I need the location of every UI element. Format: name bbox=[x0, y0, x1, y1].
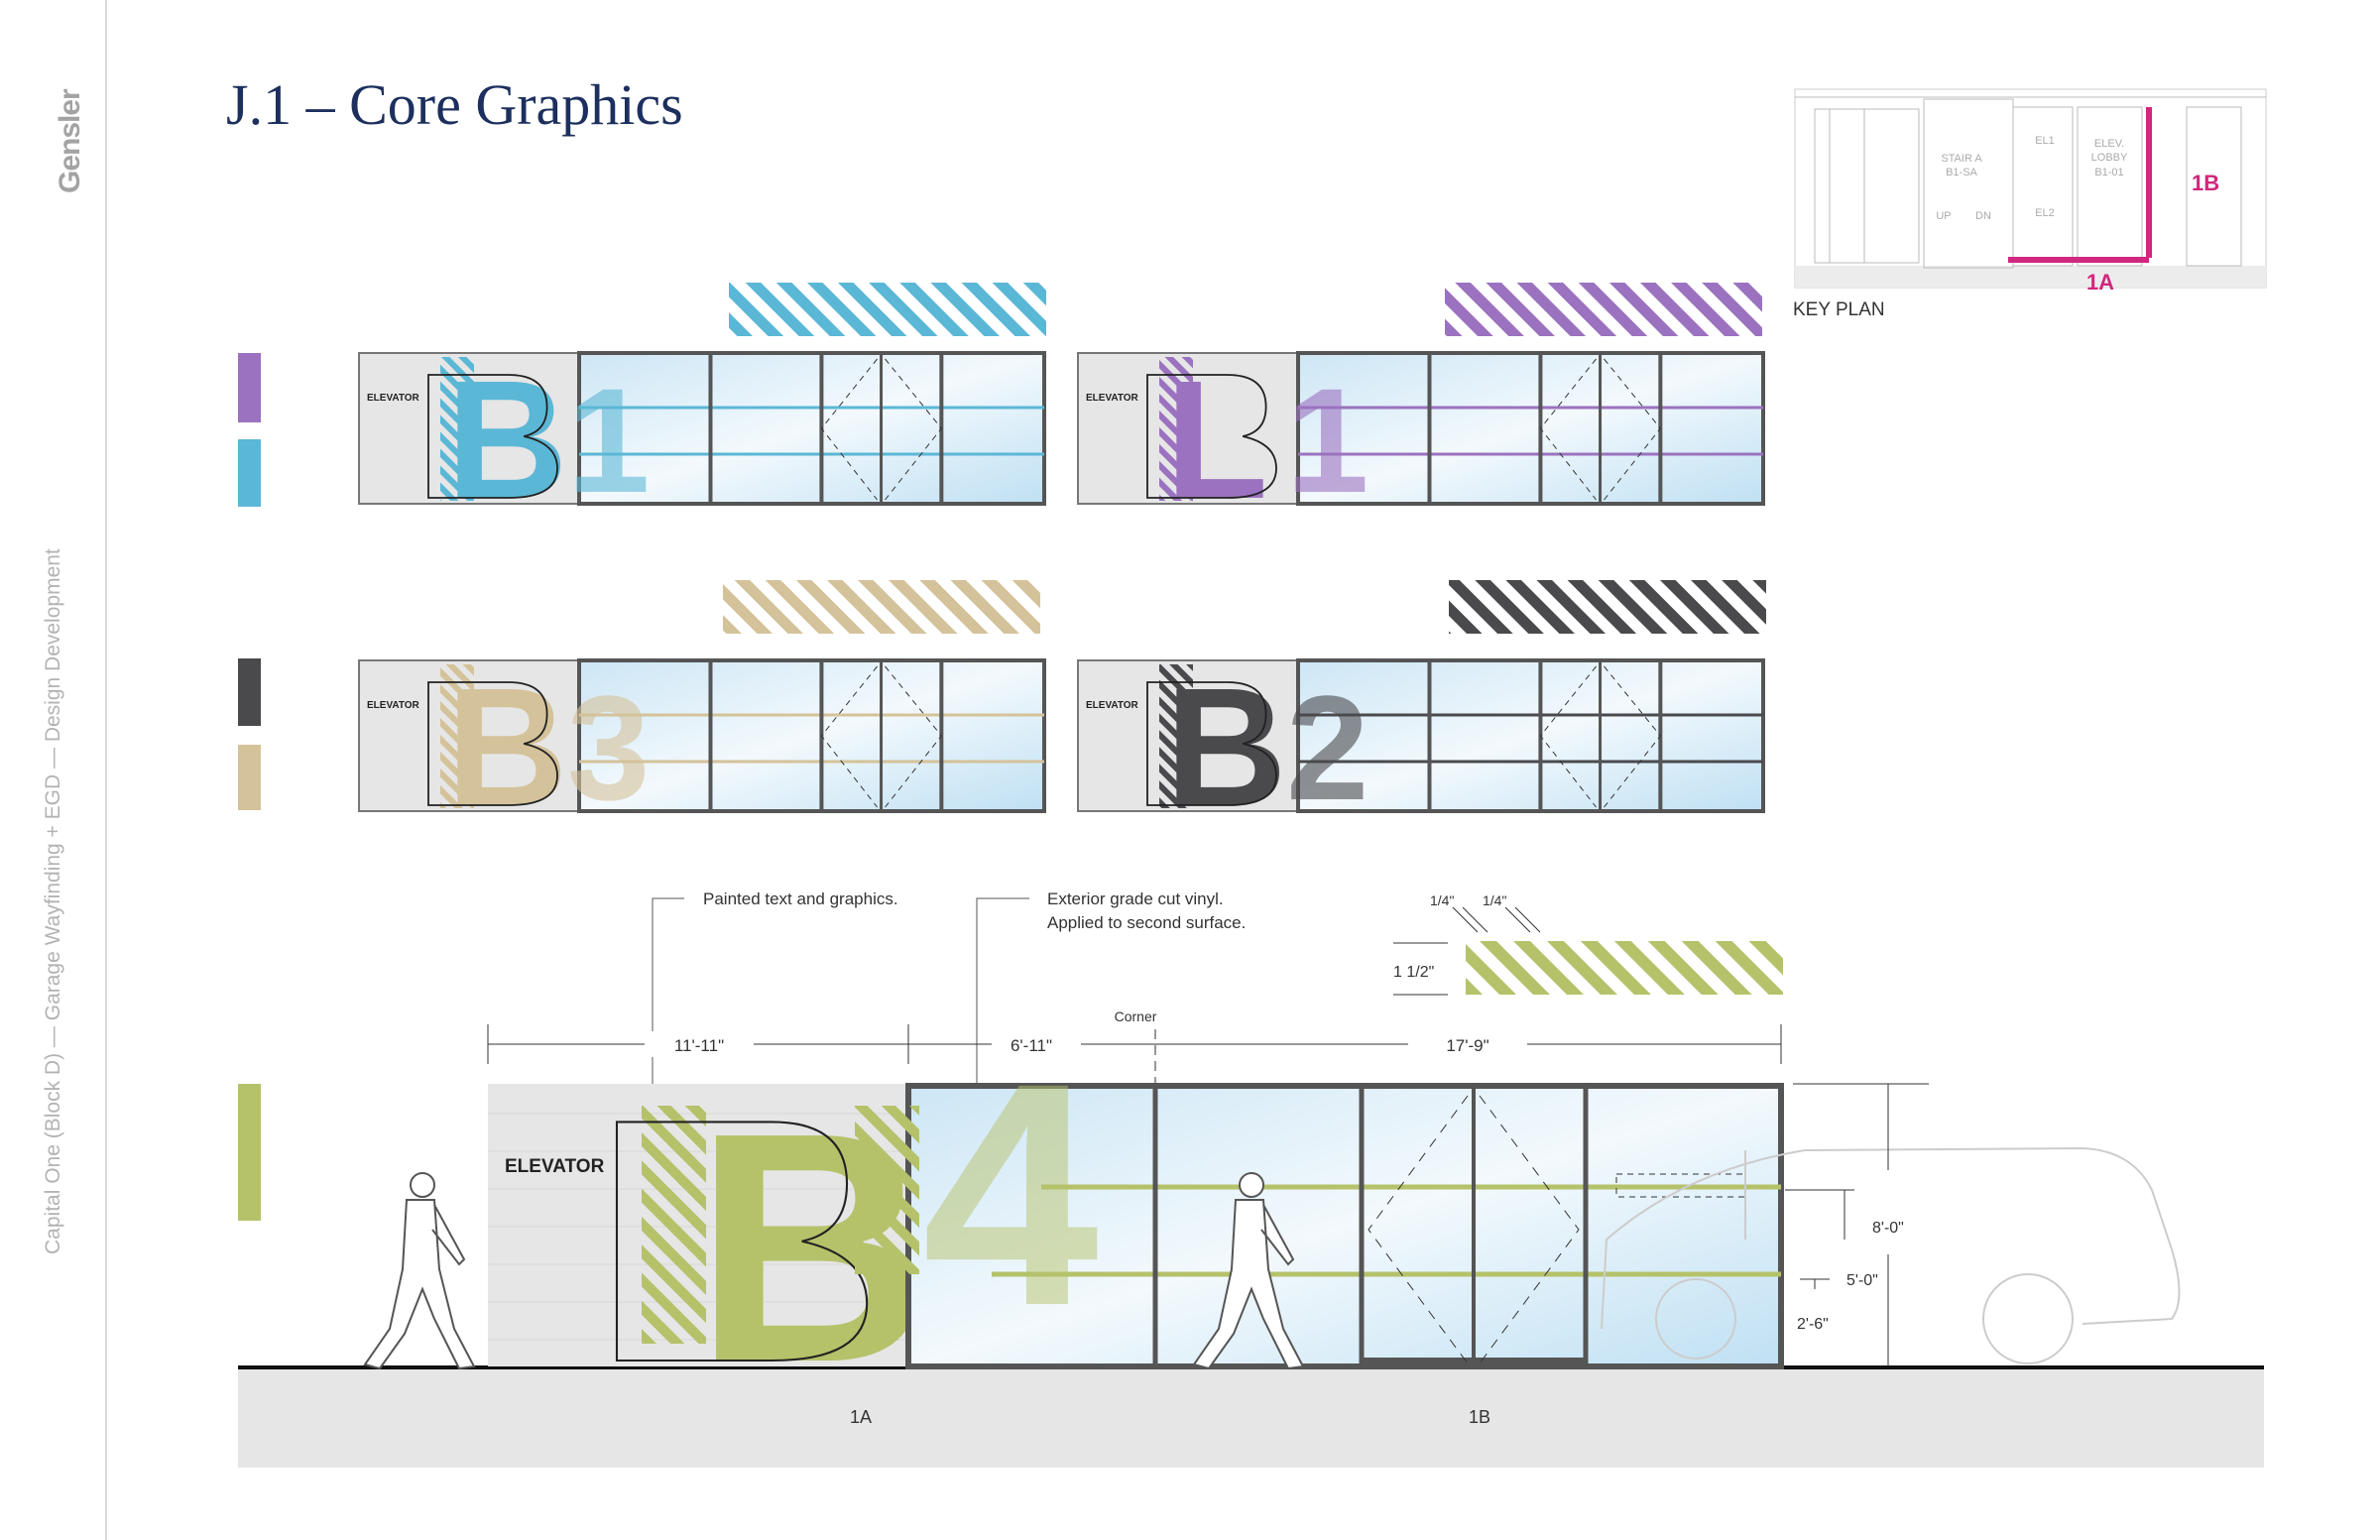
key-plan-dn-label: DN bbox=[1975, 210, 1991, 222]
zone-1b-label: 1B bbox=[1469, 1407, 1490, 1427]
elevator-label: ELEVATOR bbox=[505, 1156, 605, 1177]
door-swing bbox=[820, 665, 942, 808]
stripe-band bbox=[729, 283, 1046, 336]
gap-width-dim: 1/4" bbox=[1483, 892, 1506, 908]
zone-1a-label: 1A bbox=[850, 1407, 872, 1427]
letter-outline-graphic bbox=[427, 374, 558, 499]
key-plan-stair-label: STAIR A bbox=[1941, 153, 1982, 165]
height-8-0: 8'-0" bbox=[1872, 1220, 1904, 1237]
elevator-label: ELEVATOR bbox=[1086, 393, 1139, 404]
graphic-panel-2: L ELEVATOR 1 bbox=[1077, 283, 1765, 534]
note-painted: Painted text and graphics. bbox=[703, 889, 898, 908]
color-swatch bbox=[238, 658, 261, 726]
car-outline bbox=[1601, 1146, 2181, 1330]
big-letter: B bbox=[1165, 653, 1287, 842]
key-plan-lobby-id: B1-01 bbox=[2094, 167, 2123, 178]
height-2-6: 2'-6" bbox=[1797, 1316, 1829, 1333]
stripe-band bbox=[1445, 283, 1762, 336]
stripe-height-dim: 1 1/2" bbox=[1393, 964, 1434, 981]
color-swatch bbox=[238, 353, 261, 422]
big-letter: B bbox=[446, 653, 568, 842]
stripe-band bbox=[1449, 580, 1766, 634]
door-swing bbox=[820, 358, 942, 501]
key-plan-1b-label: 1B bbox=[2192, 171, 2219, 195]
key-plan-lobby-label-2: LOBBY bbox=[2091, 152, 2128, 164]
key-plan-marker-1b bbox=[2146, 107, 2152, 258]
big-number: 4 bbox=[922, 1016, 1101, 1371]
key-plan-1a-label: 1A bbox=[2086, 270, 2114, 295]
key-plan-label: KEY PLAN bbox=[1793, 299, 1885, 320]
key-plan-lobby-label: ELEV. bbox=[2094, 138, 2124, 150]
elevator-label: ELEVATOR bbox=[367, 700, 420, 711]
big-letter: L bbox=[1165, 346, 1268, 534]
note-vinyl: Exterior grade cut vinyl. bbox=[1047, 889, 1224, 908]
dimension-11-11: 11'-11" bbox=[674, 1036, 724, 1055]
person-left bbox=[363, 1172, 476, 1370]
dimension-17-9: 17'-9" bbox=[1446, 1036, 1488, 1055]
storefront-glazing bbox=[1296, 658, 1765, 813]
door-swing bbox=[1539, 665, 1661, 808]
page-title: J.1 – Core Graphics bbox=[226, 72, 683, 137]
key-plan-el1-label: EL1 bbox=[2035, 135, 2055, 147]
storefront-glazing bbox=[577, 658, 1046, 813]
hatch-graphic bbox=[642, 1106, 706, 1344]
hatch-graphic bbox=[440, 664, 474, 808]
key-plan-el2-label: EL2 bbox=[2035, 207, 2055, 219]
storefront-glazing bbox=[577, 351, 1046, 506]
storefront-glazing bbox=[1296, 351, 1765, 506]
hatch-graphic-number bbox=[855, 1106, 919, 1274]
storefront-glazing bbox=[905, 1083, 1784, 1369]
key-plan-up-label: UP bbox=[1936, 210, 1951, 222]
hatch-graphic bbox=[1159, 357, 1193, 501]
stripe-band bbox=[723, 580, 1040, 634]
dimension-6-11: 6'-11" bbox=[1011, 1036, 1052, 1055]
color-swatch bbox=[238, 745, 261, 810]
stripe-width-dim: 1/4" bbox=[1430, 892, 1454, 908]
hatch-graphic bbox=[1159, 664, 1193, 808]
height-5-0: 5'-0" bbox=[1846, 1272, 1878, 1289]
person-right bbox=[1192, 1172, 1305, 1370]
key-plan-stair-id: B1-SA bbox=[1946, 167, 1977, 178]
sidebar-divider bbox=[105, 0, 107, 1540]
note-vinyl-2: Applied to second surface. bbox=[1047, 913, 1246, 932]
hatch-graphic bbox=[440, 357, 474, 501]
big-number: 2 bbox=[1286, 664, 1368, 831]
big-number: 3 bbox=[567, 664, 650, 831]
graphic-panel-1: B ELEVATOR 1 bbox=[358, 283, 1046, 534]
letter-outline-graphic bbox=[1146, 374, 1277, 499]
letter-outline-graphic bbox=[615, 1121, 869, 1362]
elevator-label: ELEVATOR bbox=[367, 393, 420, 404]
color-swatch bbox=[238, 1084, 261, 1221]
ground-slab bbox=[238, 1368, 2264, 1468]
car-wheel bbox=[1655, 1278, 1736, 1360]
main-elevation: 1 1/2" 1/4" 1/4" Painted text and graphics.… bbox=[238, 889, 2264, 1468]
door-swing bbox=[1368, 1095, 1580, 1364]
key-plan-marker-1a bbox=[2008, 257, 2149, 263]
graphic-panel-4: B ELEVATOR 2 bbox=[1077, 580, 1766, 842]
door-swing bbox=[1539, 358, 1661, 501]
graphic-panel-3: B ELEVATOR 3 bbox=[358, 580, 1046, 842]
stripe-band-detail bbox=[1466, 941, 1783, 995]
color-swatch bbox=[238, 439, 261, 507]
corner-label: Corner bbox=[1115, 1008, 1157, 1024]
elevator-label: ELEVATOR bbox=[1086, 700, 1139, 711]
big-number: 1 bbox=[1286, 357, 1368, 524]
letter-outline-graphic bbox=[427, 681, 558, 806]
letter-outline-graphic bbox=[1146, 681, 1277, 806]
big-letter: B bbox=[446, 346, 568, 534]
car-wheel bbox=[1982, 1273, 2074, 1364]
big-number: 1 bbox=[567, 357, 650, 524]
